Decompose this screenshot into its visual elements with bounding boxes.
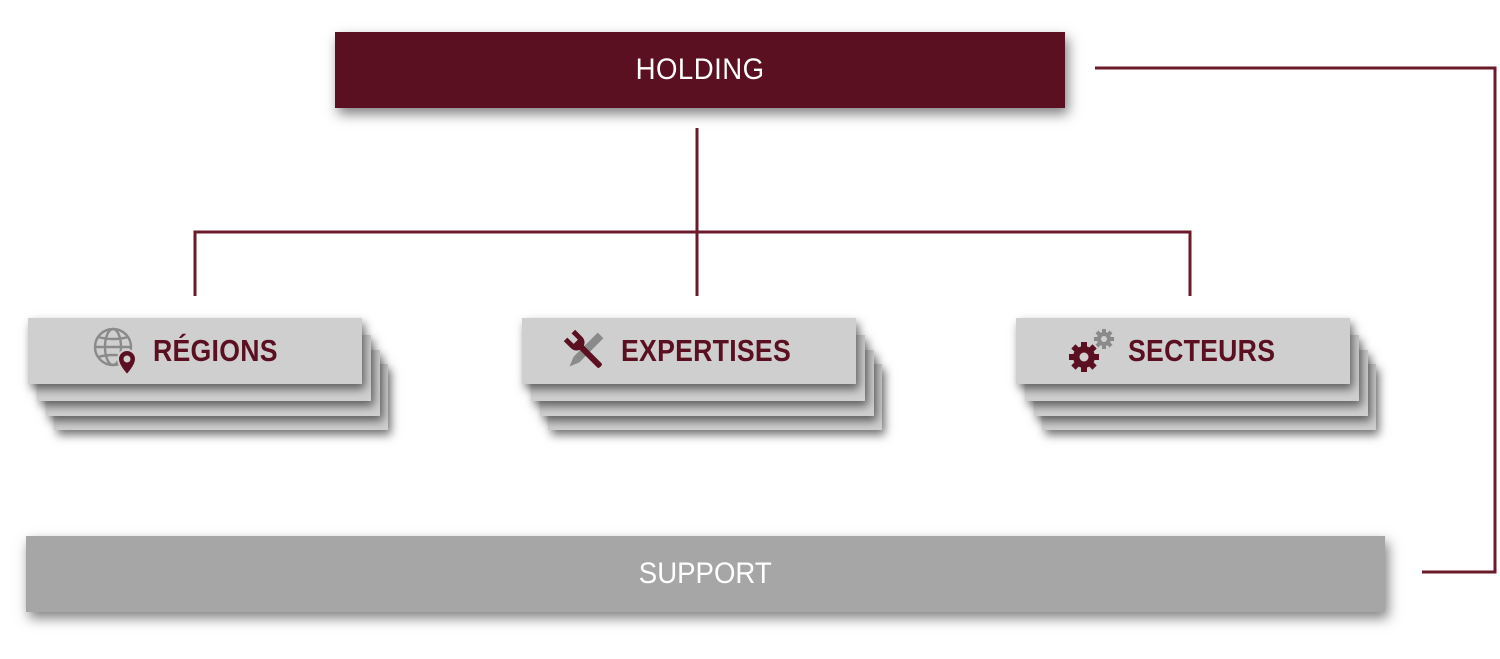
regions-label: RÉGIONS	[153, 333, 279, 368]
secteurs-card: SECTEURS	[1016, 318, 1376, 433]
card-front: RÉGIONS	[28, 318, 362, 384]
globe-location-icon	[94, 327, 138, 377]
holding-box: HOLDING	[335, 32, 1065, 108]
connector-branch-bar	[193, 230, 1192, 296]
regions-card: RÉGIONS	[28, 318, 388, 433]
connector-holding-support	[1095, 66, 1497, 574]
card-front: EXPERTISES	[522, 318, 856, 384]
support-label: SUPPORT	[639, 557, 772, 590]
secteurs-label: SECTEURS	[1128, 333, 1276, 368]
card-front: SECTEURS	[1016, 318, 1350, 384]
holding-label: HOLDING	[635, 53, 765, 86]
expertises-card: EXPERTISES	[522, 318, 882, 433]
support-box: SUPPORT	[26, 536, 1385, 612]
expertises-label: EXPERTISES	[621, 333, 792, 368]
wrench-pencil-icon	[563, 329, 604, 368]
gears-icon	[1069, 329, 1115, 372]
